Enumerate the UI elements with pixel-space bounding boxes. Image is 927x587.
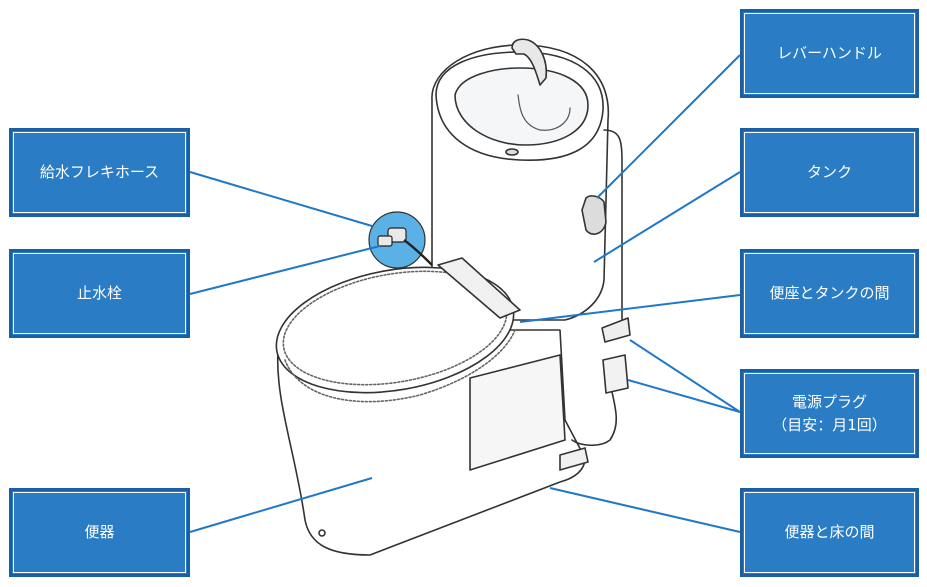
label-supply-hose-text: 給水フレキホース [39,163,160,182]
label-stop-valve-text: 止水栓 [76,284,122,303]
stop-valve-icon [377,227,433,266]
label-stop-valve: 止水栓 [9,249,190,338]
lever-handle [581,195,607,235]
label-tank: タンク [740,128,919,217]
label-floor-gap: 便器と床の間 [740,488,919,577]
label-power-plug-note: （目安：月1回） [772,415,887,434]
label-lever-handle-text: レバーハンドル [777,44,882,63]
label-toilet-bowl: 便器 [9,488,190,577]
faucet [511,38,548,86]
label-power-plug: 電源プラグ （目安：月1回） [740,369,919,458]
label-seat-tank-gap: 便座とタンクの間 [740,249,919,338]
power-plug [602,354,629,394]
label-supply-hose: 給水フレキホース [9,128,190,217]
label-toilet-bowl-text: 便器 [84,523,115,542]
label-lever-handle: レバーハンドル [740,9,919,98]
label-power-plug-text: 電源プラグ [791,393,867,411]
label-tank-text: タンク [806,163,852,182]
label-floor-gap-text: 便器と床の間 [784,523,875,542]
leader-lines [189,54,741,533]
label-seat-tank-gap-text: 便座とタンクの間 [769,284,890,303]
